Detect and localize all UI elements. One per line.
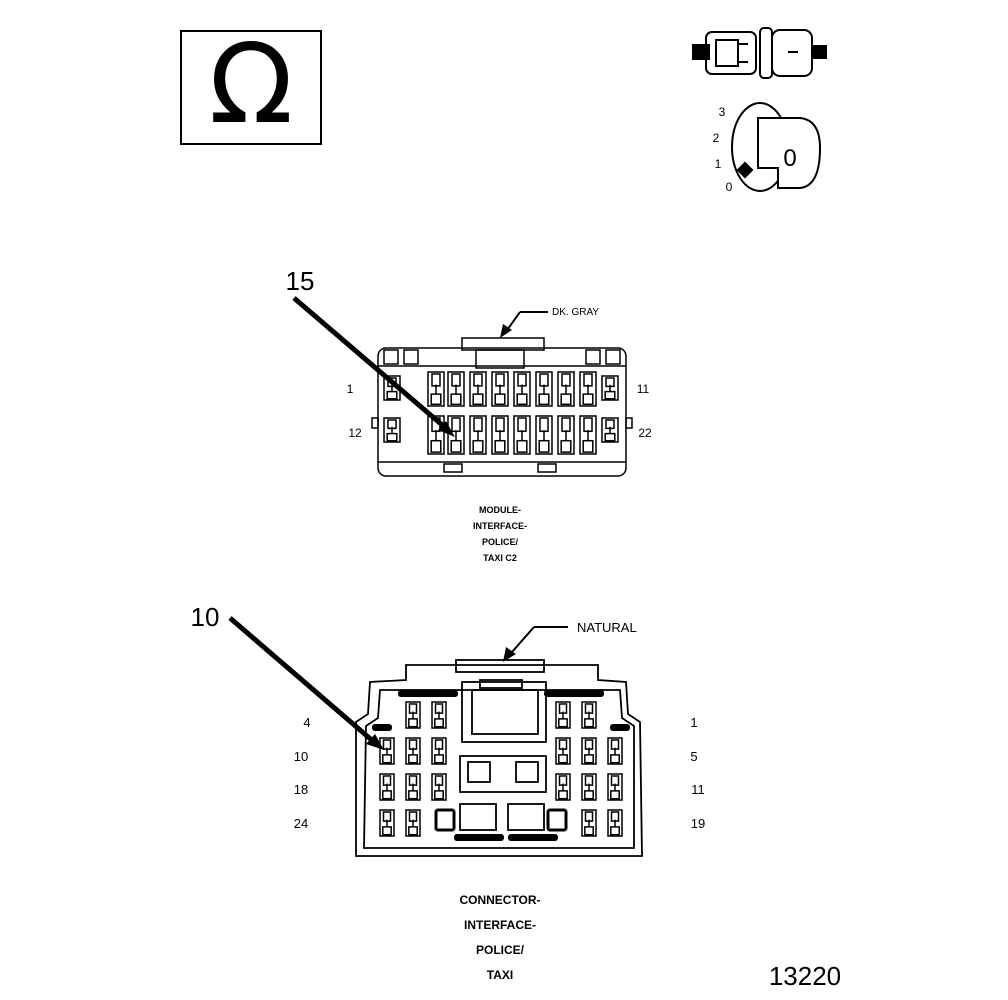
module-callout-leader — [292, 296, 450, 432]
ignition-key-icon — [731, 102, 822, 192]
ignition-pos-3: 3 — [719, 105, 726, 119]
interface-caption-line-4: TAXI — [486, 968, 514, 982]
ignition-pos-2: 2 — [713, 131, 720, 145]
interface-pin-11-label: 11 — [691, 782, 705, 797]
interface-cavity — [405, 809, 421, 837]
interface-color-label: NATURAL — [577, 620, 637, 635]
module-pin-22-label: 22 — [638, 426, 652, 440]
dk-gray-arrowhead — [500, 324, 512, 338]
interface-callout-leader — [228, 616, 376, 744]
ohm-symbol-box: Ω — [180, 24, 322, 145]
module-cavity — [557, 415, 575, 455]
natural-leader — [511, 626, 535, 653]
module-caption-line-2: INTERFACE- — [473, 521, 527, 531]
interface-cavity — [379, 809, 395, 837]
module-connector-body — [371, 337, 633, 477]
interface-cavity — [405, 737, 421, 765]
interface-callout-number: 10 — [191, 602, 220, 632]
module-cavity — [601, 417, 619, 443]
natural-arrowhead — [503, 647, 516, 662]
interface-cavity — [379, 773, 395, 801]
key-position-label: 0 — [783, 145, 796, 172]
module-caption-line-1: MODULE- — [479, 505, 521, 515]
interface-cavity — [607, 773, 623, 801]
module-caption: MODULE- INTERFACE- POLICE/ TAXI C2 — [440, 502, 560, 566]
module-cavity — [579, 415, 597, 455]
module-pin-1-label: 1 — [347, 382, 354, 396]
module-cavity — [447, 371, 465, 407]
interface-cavity — [607, 737, 623, 765]
module-cavity — [535, 415, 553, 455]
plug-connector-icon — [692, 27, 827, 79]
interface-cavity — [431, 773, 447, 801]
interface-latch-bars — [372, 690, 630, 841]
module-caption-line-3: POLICE/ — [481, 537, 518, 547]
module-cavity-grid — [383, 371, 619, 455]
interface-cavity — [405, 701, 421, 729]
ignition-pos-1: 1 — [715, 157, 722, 171]
module-cavity — [491, 415, 509, 455]
module-cavity — [579, 371, 597, 407]
interface-cavity — [555, 701, 571, 729]
interface-pin-18-label: 18 — [294, 782, 308, 797]
module-cavity — [469, 415, 487, 455]
module-cavity — [513, 415, 531, 455]
module-cavity — [383, 417, 401, 443]
interface-pin-1-label: 1 — [690, 715, 697, 730]
interface-caption-line-1: CONNECTOR- — [459, 893, 541, 907]
module-cavity — [535, 371, 553, 407]
module-cavity — [491, 371, 509, 407]
interface-cavity — [431, 737, 447, 765]
interface-caption-line-2: INTERFACE- — [464, 918, 536, 932]
module-pin-11-label: 11 — [637, 382, 650, 396]
interface-cavity — [581, 809, 597, 837]
interface-cavity — [555, 737, 571, 765]
interface-cavity — [581, 701, 597, 729]
interface-cavity-grid — [379, 701, 623, 837]
interface-caption-line-3: POLICE/ — [475, 943, 524, 957]
figure-number: 13220 — [769, 961, 841, 991]
interface-cavity — [379, 737, 395, 765]
module-cavity — [447, 415, 465, 455]
interface-cavity — [555, 773, 571, 801]
module-cavity — [557, 371, 575, 407]
interface-cavity — [581, 773, 597, 801]
module-cavity — [513, 371, 531, 407]
interface-pin-4-label: 4 — [303, 715, 310, 730]
interface-cavity — [607, 809, 623, 837]
interface-pin-10-label: 10 — [294, 749, 308, 764]
interface-cavity — [581, 737, 597, 765]
module-cavity — [427, 371, 445, 407]
module-cavity — [469, 371, 487, 407]
module-caption-line-4: TAXI C2 — [483, 553, 517, 563]
module-cavity — [601, 375, 619, 401]
ignition-pos-0: 0 — [726, 180, 733, 194]
interface-caption: CONNECTOR- INTERFACE- POLICE/ TAXI — [420, 888, 580, 988]
module-cavity — [383, 375, 401, 401]
module-color-label: DK. GRAY — [552, 307, 599, 318]
module-callout-number: 15 — [286, 266, 315, 296]
interface-pin-24-label: 24 — [294, 816, 308, 831]
interface-pin-5-label: 5 — [690, 749, 697, 764]
interface-pin-19-label: 19 — [691, 816, 705, 831]
module-callout-arrowhead — [438, 421, 455, 437]
module-cavity — [427, 415, 445, 455]
ohm-icon: Ω — [208, 20, 294, 148]
interface-connector-body — [355, 659, 643, 857]
module-pin-12-label: 12 — [348, 426, 362, 440]
interface-cavity — [405, 773, 421, 801]
interface-cavity — [431, 701, 447, 729]
